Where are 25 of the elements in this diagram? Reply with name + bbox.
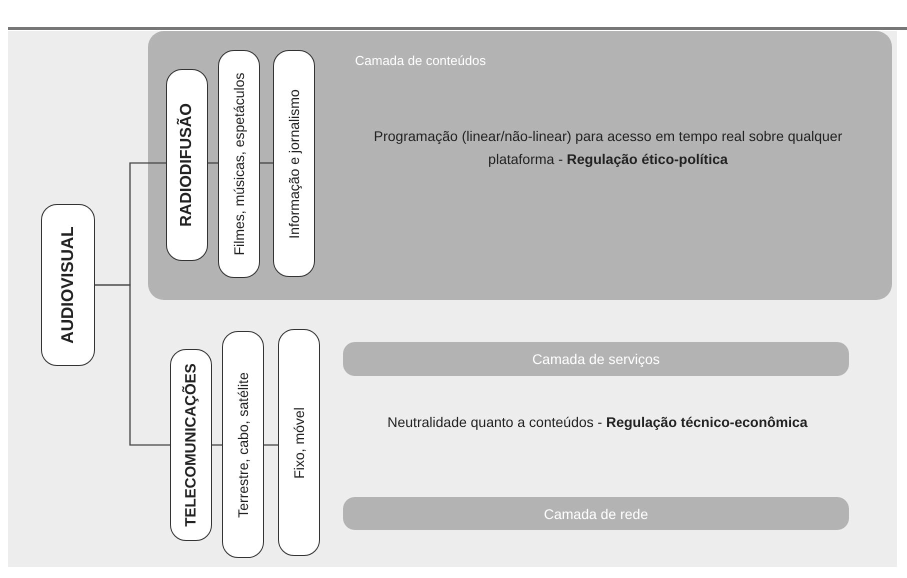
subcategory-label: Informação e jornalismo bbox=[286, 88, 302, 238]
subcategory-label: Fixo, móvel bbox=[291, 406, 307, 478]
category-box bbox=[222, 331, 264, 558]
subcategory-label: Filmes, músicas, espetáculos bbox=[231, 72, 247, 256]
connector-line bbox=[264, 444, 278, 446]
subcategory-label: Terrestre, cabo, satélite bbox=[235, 372, 251, 518]
connector-line bbox=[212, 444, 222, 446]
layer-description: Neutralidade quanto a conteúdos - Regulação técnico-econômica bbox=[386, 414, 809, 430]
category-box bbox=[273, 50, 315, 277]
content-layer-panel bbox=[148, 31, 892, 300]
category-label: RADIODIFUSÃO bbox=[178, 103, 196, 227]
category-label: AUDIOVISUAL bbox=[58, 226, 78, 344]
category-box bbox=[166, 69, 208, 261]
category-box bbox=[170, 349, 212, 541]
connector-line bbox=[95, 284, 170, 446]
category-label: TELECOMUNICAÇÕES bbox=[182, 363, 200, 527]
layer-description: Programação (linear/não-linear) para acesso em tempo real sobre qualquer plataforma - Regulação ético-política bbox=[372, 127, 844, 169]
category-box bbox=[41, 204, 95, 366]
category-box bbox=[278, 329, 320, 556]
layer-bar: Camada de rede bbox=[343, 497, 849, 530]
layer-bar: Camada de serviços bbox=[343, 342, 849, 376]
connector-line bbox=[208, 162, 218, 164]
connector-line bbox=[260, 162, 273, 164]
layer-title: Camada de conteúdos bbox=[355, 53, 486, 68]
category-box bbox=[218, 50, 260, 278]
